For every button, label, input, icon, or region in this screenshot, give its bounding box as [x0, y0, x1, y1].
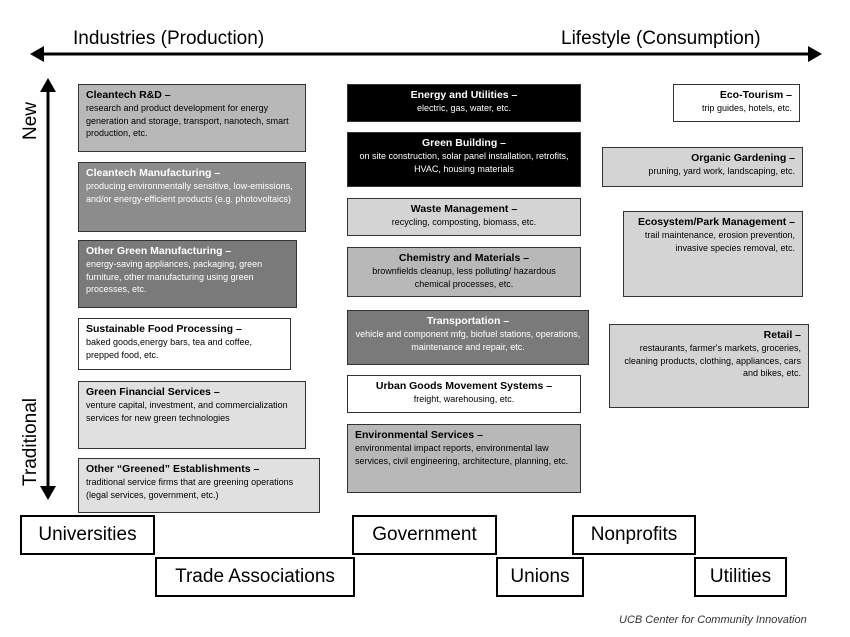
box-retail: Retail – restaurants, farmer's markets, … — [609, 324, 809, 408]
box-title: Cleantech R&D – — [86, 89, 171, 101]
box-desc: traditional service firms that are green… — [86, 477, 294, 500]
horizontal-axis-arrow — [30, 46, 822, 62]
box-desc: producing environmentally sensitive, low… — [86, 181, 293, 204]
box-title: Other “Greened” Establishments – — [86, 463, 260, 475]
box-title: Eco-Tourism – — [719, 89, 792, 101]
box-desc: research and product development for ene… — [86, 103, 289, 138]
box-transportation: Transportation – vehicle and component m… — [347, 310, 589, 365]
box-title: Other Green Manufacturing – — [86, 245, 232, 257]
axis-label-consumption: Lifestyle (Consumption) — [561, 28, 761, 49]
axis-label-new: New — [20, 101, 41, 140]
box-energy-utilities: Energy and Utilities – electric, gas, wa… — [347, 84, 581, 122]
box-desc: energy-saving appliances, packaging, gre… — [86, 259, 263, 294]
box-title: Sustainable Food Processing – — [86, 323, 242, 335]
box-desc: trail maintenance, erosion prevention, i… — [644, 230, 795, 253]
box-urban-goods-movement: Urban Goods Movement Systems – freight, … — [347, 375, 581, 413]
org-government: Government — [352, 515, 497, 555]
box-desc: vehicle and component mfg, biofuel stati… — [355, 329, 581, 352]
axis-label-traditional: Traditional — [20, 397, 41, 486]
box-other-greened-establishments: Other “Greened” Establishments – traditi… — [78, 458, 320, 513]
org-universities: Universities — [20, 515, 155, 555]
box-desc: restaurants, farmer's markets, groceries… — [624, 343, 801, 378]
box-desc: freight, warehousing, etc. — [413, 394, 515, 404]
box-other-green-manufacturing: Other Green Manufacturing – energy-savin… — [78, 240, 297, 308]
box-title: Environmental Services – — [355, 429, 483, 441]
box-title: Transportation – — [426, 315, 510, 327]
box-desc: electric, gas, water, etc. — [416, 103, 512, 113]
box-environmental-services: Environmental Services – environmental i… — [347, 424, 581, 493]
box-desc: on site construction, solar panel instal… — [359, 151, 569, 174]
org-trade-associations: Trade Associations — [155, 557, 355, 597]
box-title: Waste Management – — [410, 203, 518, 215]
box-desc: baked goods,energy bars, tea and coffee,… — [86, 337, 252, 360]
credit-text: UCB Center for Community Innovation — [619, 614, 807, 626]
box-green-building: Green Building – on site construction, s… — [347, 132, 581, 187]
box-green-financial-services: Green Financial Services – venture capit… — [78, 381, 306, 449]
box-eco-tourism: Eco-Tourism – trip guides, hotels, etc. — [673, 84, 800, 122]
box-desc: environmental impact reports, environmen… — [355, 443, 569, 466]
box-organic-gardening: Organic Gardening – pruning, yard work, … — [602, 147, 803, 187]
box-title: Green Building – — [421, 137, 506, 149]
box-cleantech-rd: Cleantech R&D – research and product dev… — [78, 84, 306, 152]
axis-label-production: Industries (Production) — [73, 28, 265, 49]
box-desc: venture capital, investment, and commerc… — [86, 400, 288, 423]
org-utilities: Utilities — [694, 557, 787, 597]
box-desc: brownfields cleanup, less polluting/ haz… — [372, 266, 556, 289]
box-sustainable-food-processing: Sustainable Food Processing – baked good… — [78, 318, 291, 370]
box-title: Energy and Utilities – — [410, 89, 518, 101]
vertical-axis-arrow — [40, 78, 56, 500]
box-title: Green Financial Services – — [86, 386, 220, 398]
box-title: Chemistry and Materials – — [398, 252, 530, 264]
box-title: Organic Gardening – — [691, 152, 795, 164]
box-desc: recycling, composting, biomass, etc. — [391, 217, 537, 227]
box-title: Cleantech Manufacturing – — [86, 167, 221, 179]
box-desc: trip guides, hotels, etc. — [701, 103, 792, 113]
box-title: Retail – — [763, 329, 801, 341]
org-unions: Unions — [496, 557, 584, 597]
box-title: Ecosystem/Park Management – — [638, 216, 795, 228]
box-desc: pruning, yard work, landscaping, etc. — [648, 166, 795, 176]
org-nonprofits: Nonprofits — [572, 515, 696, 555]
box-ecosystem-park-management: Ecosystem/Park Management – trail mainte… — [623, 211, 803, 297]
box-waste-management: Waste Management – recycling, composting… — [347, 198, 581, 236]
box-cleantech-manufacturing: Cleantech Manufacturing – producing envi… — [78, 162, 306, 232]
box-title: Urban Goods Movement Systems – — [375, 380, 553, 392]
box-chemistry-materials: Chemistry and Materials – brownfields cl… — [347, 247, 581, 297]
